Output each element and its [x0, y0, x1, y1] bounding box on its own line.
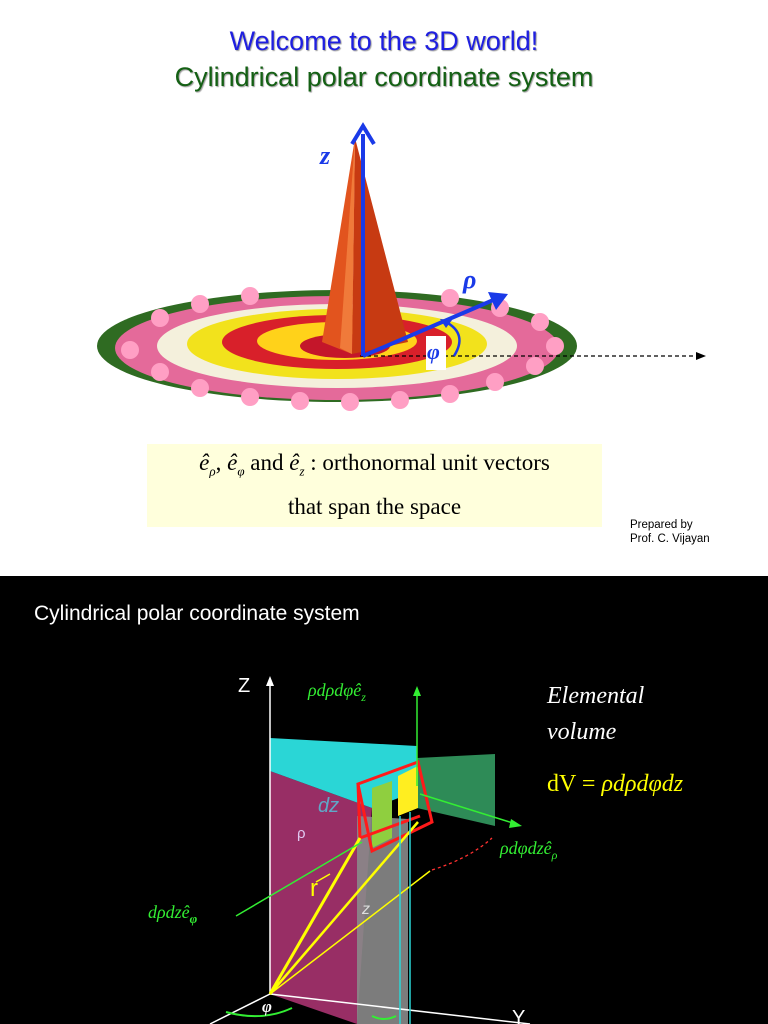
- dv-eq: =: [575, 771, 602, 797]
- e-z-arrowhead: [413, 686, 421, 696]
- sub-phi: φ: [237, 463, 245, 479]
- y-axis-label: Y: [512, 1007, 525, 1024]
- e-z-term-label: ρdρdφêz: [307, 680, 366, 704]
- rho-label: ρ: [462, 265, 476, 294]
- z-axis-label: Z: [238, 675, 250, 697]
- slide-title-line1: Welcome to the 3D world!: [229, 26, 539, 56]
- phi-label-bg: [426, 336, 446, 370]
- elemental-line1: Elemental: [547, 683, 645, 709]
- credit-line2: Prof. C. Vijayan: [630, 533, 710, 545]
- e-phi-vector: [235, 841, 363, 917]
- and-word: and: [250, 450, 284, 475]
- dotted-arc: [431, 837, 493, 871]
- note-line1: êρ, êφ and êz : orthonormal unit vectors: [147, 450, 602, 480]
- flower-rangoli-illustration: z ρ φ: [97, 122, 706, 411]
- rho-face-label: ρ: [297, 825, 306, 842]
- phi-angle-label: φ: [262, 997, 272, 1016]
- element-green-side: [372, 781, 392, 848]
- r-arrow-marker: [315, 873, 331, 883]
- credit: Prepared by Prof. C. Vijayan: [630, 518, 750, 546]
- gray-strip: [357, 816, 408, 1024]
- rho-vector-arrowhead: [488, 292, 508, 310]
- unit-vector-note: êρ, êφ and êz : orthonormal unit vectors…: [147, 444, 602, 527]
- e-hat-rho: ê: [199, 450, 210, 475]
- z-strip-label: z: [361, 901, 370, 918]
- dv-right: ρdρdφdz: [601, 771, 684, 797]
- e-rho-arrowhead: [509, 819, 522, 828]
- phi-arc-arrowhead: [440, 319, 452, 328]
- slide2-title: Cylindrical polar coordinate system: [34, 602, 360, 625]
- slide-welcome: Welcome to the 3D world! Cylindrical pol…: [97, 26, 750, 546]
- note-rest: : orthonormal unit vectors: [310, 450, 550, 475]
- e-rho-vector: [419, 793, 517, 825]
- cone-right-face: [352, 138, 408, 354]
- x-axis-line: [209, 993, 271, 1024]
- dz-label: dz: [318, 795, 339, 817]
- element-yellow-side: [398, 766, 418, 816]
- r-label: r: [310, 875, 318, 902]
- magenta-face: [270, 771, 372, 1024]
- green-face: [417, 754, 495, 826]
- dv-formula: dV = ρdρdφdz: [547, 771, 683, 798]
- phi-arc-2: [371, 1015, 397, 1020]
- z-axis-label: z: [319, 141, 331, 170]
- z-axis-arrowhead: [350, 122, 376, 146]
- note-line2: that span the space: [287, 494, 462, 519]
- dv-left: dV: [547, 771, 576, 797]
- slide-elemental-volume: Cylindrical polar coordinate system: [0, 576, 768, 1024]
- elemental-line2: volume: [547, 719, 617, 745]
- r-vector-2: [269, 821, 419, 995]
- elemental-volume-label: Elemental volume: [547, 678, 644, 750]
- element-red-box: [356, 760, 434, 854]
- sub-z: z: [299, 463, 305, 479]
- e-phi-term-label: dρdzêφ: [148, 902, 198, 926]
- cone-highlight: [340, 138, 355, 354]
- z-axis-arrowhead: [266, 676, 274, 686]
- phi-label: φ: [427, 339, 440, 364]
- credit-line1: Prepared by: [630, 519, 693, 531]
- slide-title-line2: Cylindrical polar coordinate system: [174, 62, 594, 92]
- cylindrical-volume-diagram: Z Y dz ρ r z φ ρdρdφêz ρdφdzêρ dρdzêφ: [148, 675, 558, 1024]
- diag-vector: [269, 870, 431, 995]
- sep1: ,: [215, 450, 222, 475]
- phi-arc: [445, 320, 461, 357]
- phi-arc: [225, 1007, 293, 1018]
- horizontal-arrowhead: [696, 352, 706, 360]
- e-rho-term-label: ρdφdzêρ: [499, 838, 558, 862]
- r-vector: [268, 837, 362, 995]
- rho-vector-line: [362, 296, 499, 358]
- sub-rho: ρ: [209, 463, 216, 479]
- e-hat-z: ê: [289, 450, 300, 475]
- element-red-edge1: [356, 783, 362, 839]
- e-hat-phi: ê: [227, 450, 238, 475]
